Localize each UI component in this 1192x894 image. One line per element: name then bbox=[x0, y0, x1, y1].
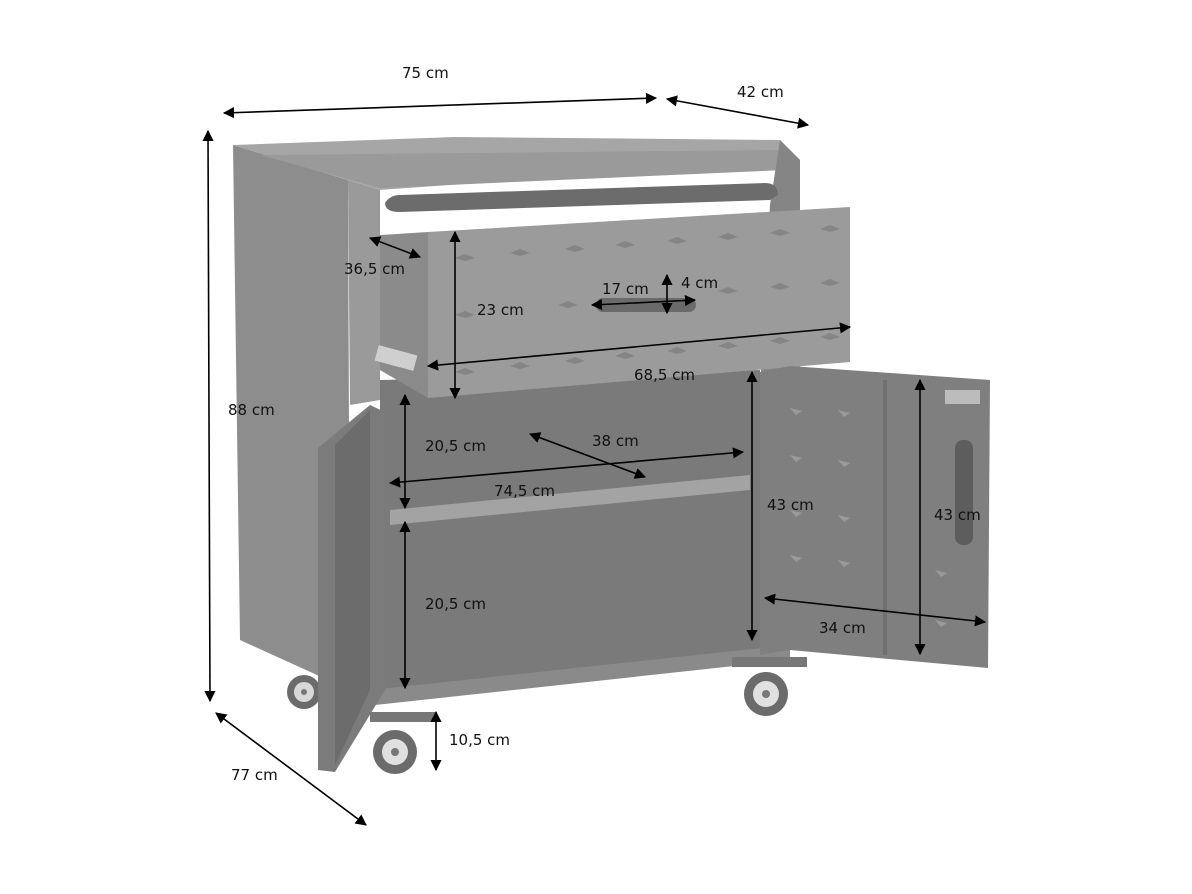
top-rail bbox=[385, 183, 778, 212]
arrow-open-depth bbox=[215, 712, 367, 826]
label-handle-height: 4 cm bbox=[681, 274, 719, 292]
arrow-handle-length bbox=[590, 294, 697, 311]
arrow-drawer-width bbox=[426, 322, 852, 371]
caster-back-left bbox=[287, 675, 321, 709]
label-shelf-depth: 38 cm bbox=[592, 432, 639, 450]
cabinet-interior bbox=[380, 370, 760, 690]
dimension-arrows bbox=[202, 92, 987, 826]
arrow-door-width bbox=[763, 593, 987, 627]
left-door-open bbox=[318, 405, 385, 772]
caster-front-left bbox=[370, 712, 435, 774]
label-handle-length: 17 cm bbox=[602, 280, 649, 298]
door-handle bbox=[955, 440, 973, 545]
label-upper-shelf-height: 20,5 cm bbox=[425, 437, 487, 455]
label-overall-height: 88 cm bbox=[228, 401, 275, 419]
arrow-overall-width bbox=[222, 92, 658, 119]
label-overall-depth: 42 cm bbox=[737, 83, 784, 101]
arrow-overall-depth bbox=[665, 95, 810, 129]
arrow-inner-width bbox=[388, 447, 745, 488]
label-door-opening-height: 43 cm bbox=[767, 496, 814, 514]
arrow-drawer-depth bbox=[368, 236, 422, 259]
label-inner-width: 74,5 cm bbox=[494, 482, 556, 500]
arrow-overall-height bbox=[202, 129, 216, 703]
label-door-width: 34 cm bbox=[819, 619, 866, 637]
label-door-height: 43 cm bbox=[934, 506, 981, 524]
label-caster-height: 10,5 cm bbox=[449, 731, 511, 749]
caster-front-right bbox=[732, 657, 807, 716]
label-open-depth: 77 cm bbox=[231, 766, 278, 784]
right-door-open bbox=[760, 366, 990, 668]
door-latch bbox=[945, 390, 980, 404]
label-lower-shelf-height: 20,5 cm bbox=[425, 595, 487, 613]
label-overall-width: 75 cm bbox=[402, 64, 449, 82]
label-drawer-depth: 36,5 cm bbox=[344, 260, 406, 278]
label-drawer-width: 68,5 cm bbox=[634, 366, 696, 384]
label-drawer-height: 23 cm bbox=[477, 301, 524, 319]
